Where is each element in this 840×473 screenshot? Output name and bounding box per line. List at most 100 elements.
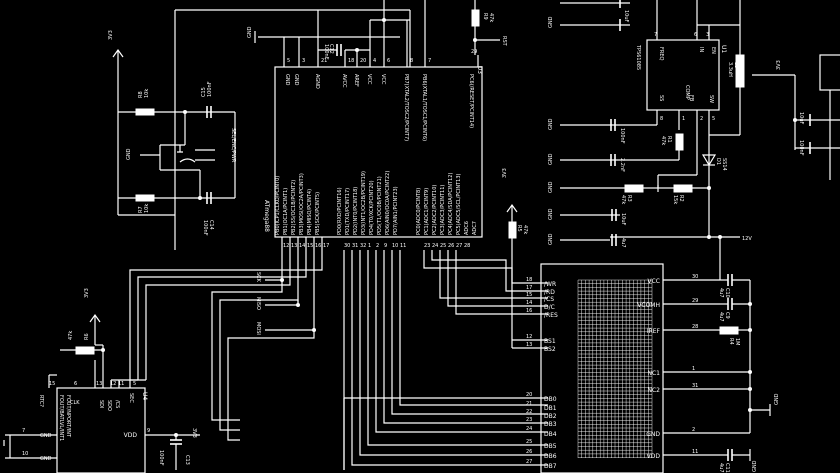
boost-pin-num: 7: [654, 32, 657, 38]
pin-num: 5: [287, 58, 290, 64]
pin-label: PC1(ADC1/PCINT9): [424, 188, 430, 235]
boost-converter: U1 TPS61085 FREQ IN EN SS COMP FB SW 7 6…: [548, 0, 745, 248]
boost-pin: COMP: [684, 85, 690, 100]
r2-label: R2: [678, 195, 684, 202]
rtc-pin-label: CLK: [70, 400, 80, 406]
net-3v3: 3V3: [776, 60, 782, 70]
c13-value: 100nF: [158, 450, 164, 466]
boost-pin: FREQ: [658, 47, 664, 61]
mcu-power-wiring: GND C12 100nF: [175, 0, 411, 67]
gnd-label: GND: [247, 26, 253, 38]
net-12v: 12V: [742, 236, 752, 242]
pin-num: 11: [400, 243, 406, 249]
pin-label: PB0(ICP1/CLKO/PCINT0): [275, 176, 281, 235]
net-3v3: 3V3: [502, 168, 508, 178]
boost-pin-num: 8: [660, 116, 663, 122]
display-pin-label: BS2: [544, 346, 556, 353]
boost-part: TPS61085: [635, 44, 641, 70]
display-pin-label: /CS: [544, 296, 554, 303]
display-pin-label: NC2: [648, 387, 661, 394]
display-pin-num: 17: [526, 285, 532, 291]
mcu-bottom-mid-pins: PD0(RXD/PCINT16) PD1(TXD/PCINT17) PD2(IN…: [337, 171, 406, 249]
cu1-value: 10uF: [623, 10, 629, 23]
c9-value: 4u7: [718, 312, 724, 322]
rtc-pin-num: 13: [96, 381, 102, 387]
rst-label: RST: [501, 36, 507, 47]
rtc-pin-label: GND: [40, 433, 52, 439]
display-pin-num: 24: [526, 426, 532, 432]
c12-label: C12: [328, 44, 334, 54]
mcu-bottom-left-pins: PB0(ICP1/CLKO/PCINT0) PB1(OC1A/PCINT1) P…: [275, 173, 329, 250]
pin-num: 24: [432, 243, 438, 249]
display-pin-label: DB5: [544, 443, 557, 450]
pin-label: AVCC: [341, 74, 347, 88]
gnd-label: GND: [548, 16, 554, 28]
boost-pin: SS: [658, 95, 664, 101]
display-pin-label: NC1: [648, 370, 661, 377]
pin-label: PC2(ADC2/PCINT10): [432, 185, 438, 235]
display-pin-label: BS1: [544, 338, 556, 345]
net-3v3: 3V3: [84, 288, 90, 298]
display-pin-label: DB0: [544, 396, 557, 403]
pin-label: PB7(XTAL2/TOSC2/PCINT7): [403, 74, 409, 141]
rtc-pullup: 3V3 R6 47k: [60, 288, 105, 360]
mcu-chip: U3 ATmega88: [263, 66, 483, 238]
r3-value: 47k: [620, 195, 626, 204]
display-passives: C10 4u7 C9 4u7 R4 1M GND C11 4u7 GND 12V: [610, 235, 780, 473]
pin-label: PC3(ADC3/PCINT11): [440, 185, 446, 235]
rtc-pin-label: SDI: [98, 400, 104, 409]
display-pin-num: 14: [526, 300, 532, 306]
pin-num: 28: [464, 243, 470, 249]
encoder-section: 3V3 R8 10k C15 100nF R7 10k C14 100nF GN…: [108, 10, 236, 250]
pin-label: PD7(AIN1/PCINT23): [393, 186, 399, 235]
rtc-pin-num: 12: [110, 381, 116, 387]
rtc-pin-label: SEC: [128, 393, 134, 403]
pin-label: PD2(INT0/PCINT18): [353, 187, 359, 235]
display-pin-label: /RES: [544, 312, 558, 319]
pin-num: 18: [348, 58, 354, 64]
pin-num: 26: [448, 243, 454, 249]
pin-label: PC0(ADC0/PCINT8): [416, 188, 422, 235]
pin-num: 3: [302, 58, 305, 64]
c4-value: 100nF: [619, 128, 625, 144]
mcu-bottom-right-pins: PC0(ADC0/PCINT8) PC1(ADC1/PCINT9) PC2(AD…: [416, 173, 478, 249]
boost-ref: U1: [720, 45, 727, 53]
pin-label: PD6(AIN0/OC0A/PCINT22): [385, 171, 391, 235]
c6-value: 4u7: [620, 238, 626, 248]
pin-num: 32: [360, 243, 366, 249]
display-pin-num: 25: [526, 439, 532, 445]
rtc-pin-num: 7: [22, 428, 25, 434]
display-module: /WR /RD /CS D/C /RES BS1 BS2 18 17 15 14…: [526, 263, 750, 473]
display-pin-label: VCC: [648, 278, 660, 285]
display-pin-num: 16: [526, 308, 532, 314]
regulator-fragment: 3V3 10uF 100nF: [752, 54, 840, 180]
pin-num: 2: [376, 243, 379, 249]
r1-label: R1: [666, 136, 672, 143]
boost-pin: IN: [698, 47, 704, 52]
gnd-label: GND: [548, 181, 554, 193]
display-grid: [577, 279, 653, 458]
display-pin-label: VDD: [647, 453, 661, 460]
display-pin-num: 26: [526, 449, 532, 455]
pin-label: PB6(XTAL1/TOSC1/PCINT6): [421, 74, 427, 141]
boost-pin: EN: [710, 47, 716, 54]
boost-pin-num: 1: [682, 116, 685, 122]
pin-num: 25: [440, 243, 446, 249]
display-pin-label: /WR: [544, 281, 556, 288]
pin-label: GND: [293, 74, 299, 86]
rtc-pin-num: 5: [133, 381, 136, 387]
boost-pin-num: 2: [700, 116, 703, 122]
display-pin-label: DB1: [544, 405, 557, 412]
pin-num: 17: [323, 243, 329, 249]
display-pin-num: 13: [526, 342, 532, 348]
pin-label: GND: [284, 74, 290, 86]
r6-label: R6: [84, 333, 90, 340]
rtc-pin-num: 9: [147, 428, 150, 434]
pin-label: PD4(T0/XCK/PCINT20): [369, 180, 375, 235]
r9-label: R9: [482, 13, 488, 20]
pin-label: PC5(ADC5/SCL/PCINT13): [456, 173, 462, 235]
pin-label: VCC: [366, 74, 372, 85]
mcu-top-pins: GND GND AGND AVCC AREF VCC VCC PB7(XTAL2…: [283, 0, 479, 141]
display-pin-label: VCOMH: [637, 302, 660, 309]
